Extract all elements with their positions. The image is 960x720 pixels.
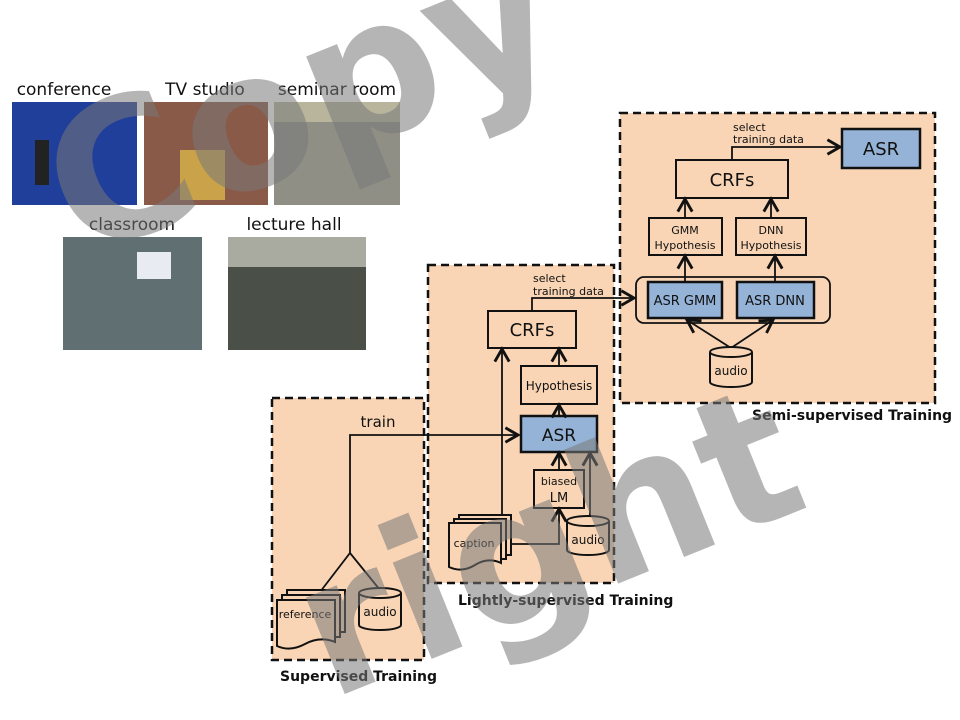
conference-image — [12, 102, 137, 205]
audio-to-dnn-arrow — [730, 318, 776, 349]
training-data-label: training data — [733, 133, 804, 146]
final-asr-label: ASR — [863, 139, 899, 160]
training-data-label: training data — [533, 285, 604, 298]
audio-label: audio — [714, 364, 747, 378]
hypothesis-label: Hypothesis — [740, 239, 801, 252]
dnn-label: DNN — [759, 224, 784, 237]
photo-label: classroom — [89, 215, 175, 235]
hypothesis-box — [520, 365, 598, 405]
final-asr-box — [840, 127, 922, 170]
semi-supervised-title: Semi-supervised Training — [752, 408, 952, 424]
supervised-title: Supervised Training — [280, 669, 437, 685]
select-arrow — [731, 138, 843, 160]
select-label: select — [533, 272, 566, 285]
gmm-label: GMM — [671, 224, 699, 237]
ceiling — [228, 237, 366, 267]
train-label: train — [361, 413, 396, 431]
photo-label: TV studio — [164, 80, 245, 100]
photo-label: lecture hall — [246, 215, 341, 235]
asr-dnn-label: ASR DNN — [745, 294, 805, 309]
crfs-box — [487, 310, 577, 349]
biased-label: biased — [541, 475, 577, 488]
lm-label: LM — [550, 491, 568, 506]
gmm-hypothesis-box — [648, 217, 723, 256]
podium — [180, 150, 225, 200]
crfs-label: CRFs — [510, 320, 555, 341]
photo-tv-studio: TV studio — [144, 80, 268, 205]
wall — [274, 102, 400, 122]
photo-conference: conference — [12, 80, 137, 205]
merge-lines — [319, 551, 381, 593]
caption-document-stack: caption — [448, 514, 512, 571]
reference-document-stack: reference — [276, 589, 346, 650]
audio-label: audio — [363, 605, 396, 619]
projector-screen — [137, 252, 171, 279]
speaker-figure — [35, 140, 49, 185]
select-label: select — [733, 121, 766, 134]
photo-label: seminar room — [278, 80, 396, 100]
asr-gmm-label: ASR GMM — [654, 294, 717, 309]
asr-dnn-box — [735, 280, 816, 320]
asr-group — [635, 276, 831, 324]
crfs-label: CRFs — [710, 170, 755, 191]
photo-lecture-hall: lecture hall — [228, 215, 366, 350]
crfs-box — [675, 159, 789, 199]
asr-label: ASR — [542, 426, 576, 446]
audio-label: audio — [571, 533, 604, 547]
hypothesis-label: Hypothesis — [654, 239, 715, 252]
audio-to-gmm-arrow — [684, 318, 732, 349]
classroom-image — [63, 237, 202, 350]
asr-gmm-box — [646, 280, 724, 320]
dnn-hypothesis-box — [735, 217, 807, 256]
photo-classroom: classroom — [63, 215, 202, 350]
photo-seminar-room: seminar room — [274, 80, 400, 205]
lightly-audio-db: audio — [566, 515, 610, 556]
select-arrow — [531, 289, 637, 311]
reference-label: reference — [279, 608, 332, 621]
supervised-audio-db: audio — [358, 587, 402, 631]
hypothesis-label: Hypothesis — [526, 379, 593, 393]
caption-to-lm-arrow — [511, 506, 568, 545]
photo-label: conference — [17, 80, 112, 100]
caption-label: caption — [454, 537, 495, 550]
semi-audio-db: audio — [709, 346, 753, 388]
train-arrow — [349, 426, 521, 553]
lightly-supervised-title: Lightly-supervised Training — [458, 593, 673, 609]
